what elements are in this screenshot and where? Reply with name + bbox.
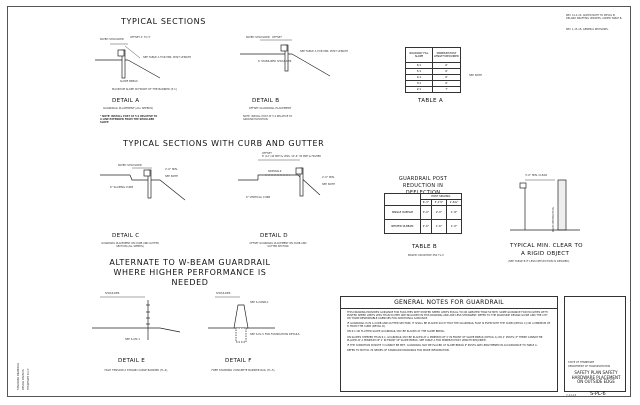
- detail-f-title: DETAIL F: [225, 358, 252, 364]
- table-a-cell: 7': [432, 86, 461, 93]
- detail-f-see: SEE S-CONB-1: [250, 301, 269, 304]
- detail-d-offset-note: 8' (12') 40 MPH & LESS; 10'-6" 45 MPH & …: [262, 155, 321, 158]
- detail-e-shoulder: SHOULDER: [105, 292, 120, 295]
- detail-a-drawing: [95, 43, 161, 79]
- clearance-note: (SEE TABLE B IF LESS DEFLECTION IS DESIR…: [508, 260, 570, 263]
- revision-note-1: REV. 12-2-14: ADDED NOTE TO DETAIL B; DE…: [566, 14, 623, 20]
- heading-typical-curb: TYPICAL SECTIONS WITH CURB AND GUTTER: [123, 139, 325, 148]
- title-block-agency-1: STATE OF TENNESSEE: [568, 361, 595, 364]
- detail-c-see-note: SEE NOTE: [165, 175, 178, 178]
- table-b-title: TABLE B: [412, 244, 438, 250]
- sheet-border: [7, 6, 631, 397]
- table-a-title: TABLE A: [418, 98, 444, 104]
- clearance-drawing: [510, 179, 580, 231]
- general-note-item: ON 6:1 OR FLATTER SLOPE GUARDRAIL MAY BE…: [347, 330, 445, 334]
- general-note-item: THIS DRAWING PROVIDES GUIDANCE FOR FACIL…: [347, 311, 548, 321]
- clearance-title-2: A RIGID OBJECT: [521, 251, 570, 257]
- clearance-side-label: RIGID OBSTRUCTION: [552, 207, 555, 232]
- title-block-title: SAFETY PLAN SAFETY HARDWARE PLACEMENT ON…: [571, 370, 621, 385]
- table-b-cell: 1'-8": [445, 205, 463, 220]
- detail-b-offset: OFFSET: [272, 36, 282, 39]
- heading-typical-sections: TYPICAL SECTIONS: [121, 17, 206, 26]
- detail-c-caption: GUARDRAIL PLACEMENT ON CURB AND GUTTER S…: [101, 242, 159, 248]
- table-b-cell: 2'-6": [419, 219, 432, 234]
- detail-a-offset: OFFSET 2' TO 3': [130, 36, 151, 39]
- detail-e-drawing: [92, 296, 181, 340]
- detail-b-note: NOTE: INSTALL POST AT 5:1 RELATIVE TO GR…: [243, 115, 293, 121]
- detail-c-sloping-curb: 6" SLOPING CURB: [110, 186, 134, 189]
- revision-note-2: REV. 1-15-16: GENERAL REVISIONS.: [566, 28, 609, 31]
- detail-f-caption: FREE STANDING CONCRETE BARRIER RAIL (TL-…: [211, 369, 275, 372]
- detail-a-slope-break: SLOPE BREAK: [120, 80, 138, 83]
- detail-d-title: DETAIL D: [260, 233, 288, 239]
- table-a-note-ref: SEE NOTE: [469, 74, 482, 77]
- general-note-item: IF GUARDRAIL IS IN A CURB AND GUTTER SEC…: [347, 322, 551, 329]
- table-a-header-2: MINIMUM POST LENGTH REQUIRED: [432, 47, 461, 63]
- table-b-row-label: NESTED W-BEAM: [384, 219, 421, 234]
- detail-d-offset: OFFSET: [262, 152, 272, 155]
- detail-e-see-note: SEE S-CM-1: [125, 338, 140, 341]
- clearance-title-1: TYPICAL MIN. CLEAR TO: [510, 243, 583, 249]
- detail-e-title: DETAIL E: [118, 358, 146, 364]
- table-a: ROADWAY FILL SLOPE MINIMUM POST LENGTH R…: [405, 47, 461, 93]
- title-block-date: 7-11-13: [566, 394, 577, 397]
- detail-a-caption: GUARDRAIL PLACEMENT (ALL SPEEDS): [102, 107, 154, 110]
- detail-a-see-table: SEE TABLE A FOR MIN. POST LENGTH: [143, 56, 192, 59]
- detail-a-paved-shoulder: PAVED SHOULDER: [100, 38, 124, 41]
- side-stamp-3: TENNESSEE D.O.T.: [27, 368, 30, 390]
- table-a-header-1: ROADWAY FILL SLOPE: [405, 47, 433, 63]
- title-block-sheet: S-PL-6: [590, 391, 606, 397]
- detail-f-drawing: [208, 296, 275, 343]
- detail-d-min: 2'-0" MIN.: [322, 176, 335, 179]
- side-stamp-2: DESIGN DIVISION: [22, 369, 25, 390]
- title-block-agency-2: DEPARTMENT OF TRANSPORTATION: [568, 365, 611, 368]
- general-notes-rule: [341, 308, 557, 309]
- detail-b-see-table: SEE TABLE A FOR MIN. POST LENGTH: [300, 50, 349, 53]
- detail-f-see2: SEE S-PL-5 FOR FOUNDATION DETAILS: [250, 333, 300, 336]
- detail-c-drawing: [100, 167, 186, 201]
- general-notes-box: GENERAL NOTES FOR GUARDRAIL THIS DRAWING…: [340, 296, 558, 392]
- detail-c-title: DETAIL C: [112, 233, 140, 239]
- table-b-cell: 1'-0": [445, 219, 463, 234]
- detail-b-drawing: [240, 39, 331, 77]
- detail-d-vertical-curb: 6" VERTICAL CURB: [246, 196, 271, 199]
- detail-b-caption: OFFSET GUARDRAIL PLACEMENT: [248, 107, 292, 110]
- general-notes-list: THIS DRAWING PROVIDES GUIDANCE FOR FACIL…: [347, 311, 551, 352]
- detail-c-min: 2'-0" MIN.: [165, 168, 178, 171]
- detail-d-sidewalk: SIDEWALK: [268, 170, 282, 173]
- general-note-item: ON SLOPES STEEPER THAN 6:1, GUARDRAIL MA…: [347, 335, 543, 342]
- detail-a-title: DETAIL A: [112, 98, 140, 104]
- clearance-dim: 3'-0" MIN. CLEAR: [525, 174, 548, 177]
- detail-a-max-slope: MAXIMUM SLOPE IN FRONT OF THE BARRIER (5…: [112, 88, 177, 91]
- table-b-cell: 3'-0": [419, 205, 432, 220]
- detail-b-stabilized: 6' STABILIZED SHOULDER: [258, 60, 292, 63]
- general-note-item: REFER TO MUTCD-76 SERIES OF STANDARD DRA…: [347, 348, 450, 352]
- detail-d-see-note: SEE NOTE: [322, 183, 335, 186]
- table-b: POST SPACING 6'-3" 3'-1½" 1'-6¾" SINGLE …: [384, 193, 463, 234]
- general-notes-title: GENERAL NOTES FOR GUARDRAIL: [394, 299, 504, 306]
- detail-a-note: * NOTE: INSTALL POST AT 5:1 RELATIVE TO …: [100, 115, 158, 124]
- table-a-cell: 2:1: [405, 86, 433, 93]
- side-stamp-1: STANDARD DRAWINGS: [17, 362, 20, 390]
- title-block: STATE OF TENNESSEE DEPARTMENT OF TRANSPO…: [564, 296, 626, 392]
- general-note-item: IF THE CONDITION IN NOTE 3 CANNOT BE MET…: [347, 343, 538, 347]
- detail-b-title: DETAIL B: [252, 98, 280, 104]
- table-b-row-label: SINGLE W-BEAM: [384, 205, 421, 220]
- detail-c-paved-shoulder: PAVED SHOULDER: [118, 164, 142, 167]
- heading-alternate: ALTERNATE TO W-BEAM GUARDRAIL WHERE HIGH…: [109, 258, 271, 287]
- detail-d-drawing: [238, 159, 321, 197]
- detail-d-caption: OFFSET GUARDRAIL PLACEMENT ON CURB AND G…: [249, 242, 307, 248]
- detail-e-caption: HIGH TENSION 4 STRAND CABLE BARRIER (TL-…: [104, 369, 168, 372]
- table-b-cell: 1'-6": [430, 219, 447, 234]
- detail-f-shoulder: SHOULDER: [216, 292, 231, 295]
- table-b-source: BASED ON NCHRP 350 TL-3: [408, 254, 444, 257]
- detail-b-paved-shoulder: PAVED SHOULDER: [246, 36, 270, 39]
- table-b-cell: 2'-0": [430, 205, 447, 220]
